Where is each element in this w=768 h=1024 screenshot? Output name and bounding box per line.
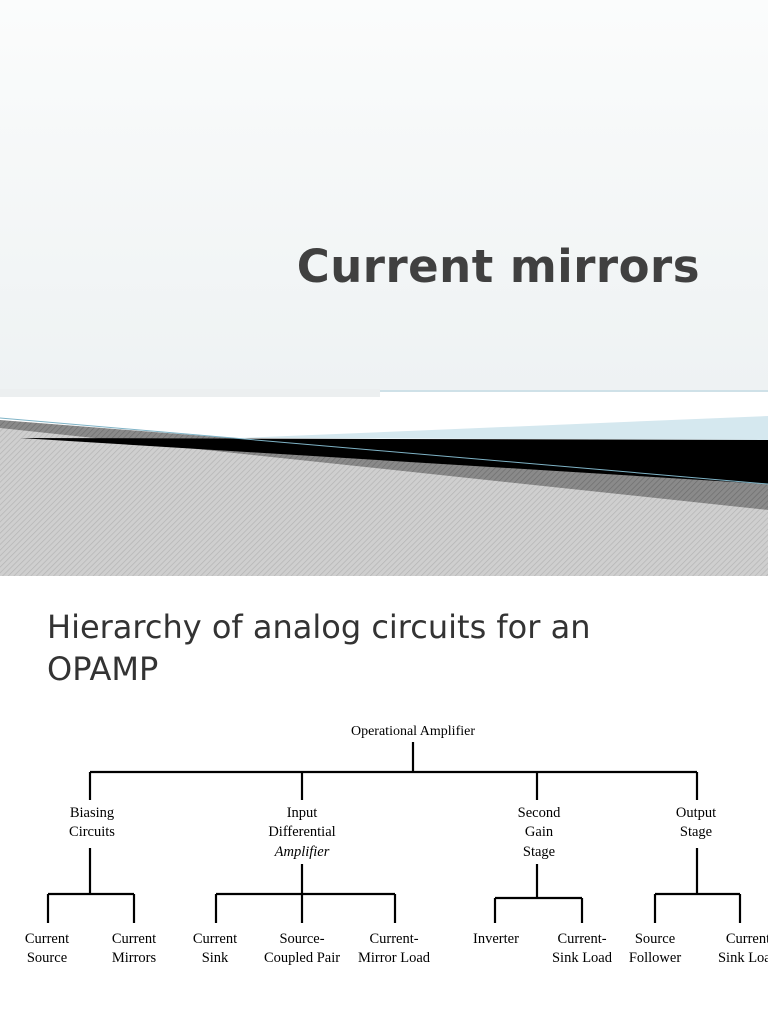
band-blue-sliver — [240, 416, 768, 440]
title-slide: Current mirrors — [0, 0, 768, 576]
decorative-band — [0, 389, 768, 576]
tree-leaf-mirror-load-line2: Mirror Load — [358, 950, 431, 966]
tree-node-output-line1: Output — [676, 805, 716, 821]
tree-node-second-line1: Second — [518, 805, 561, 821]
tree-leaf-sink-load-line2: Sink Load — [552, 950, 613, 966]
tree-leaf-source-coupled-line1: Source- — [279, 931, 324, 947]
hierarchy-tree: Operational Amplifier Biasing Circuits I… — [25, 724, 768, 966]
hierarchy-title-line1: Hierarchy of analog circuits for an — [47, 608, 591, 646]
tree-node-biasing-line2: Circuits — [69, 824, 115, 840]
tree-leaf-output-sink-load-line2: Sink Load — [718, 950, 768, 966]
tree-leaf-current-mirrors-line2: Mirrors — [112, 950, 157, 966]
tree-root-label: Operational Amplifier — [351, 724, 475, 739]
hierarchy-title-line2: OPAMP — [47, 650, 159, 688]
tree-node-biasing-line1: Biasing — [70, 805, 114, 821]
tree-node-input-line3: Amplifier — [274, 844, 330, 860]
tree-leaf-current-sink-line1: Current — [193, 931, 237, 947]
tree-leaf-current-source-line2: Source — [27, 950, 67, 966]
title-slide-background — [0, 0, 768, 390]
tree-leaf-output-sink-load-line1: Current — [726, 931, 768, 947]
tree-node-output-line2: Stage — [680, 824, 712, 840]
tree-leaf-sink-load-line1: Current- — [557, 931, 606, 947]
tree-leaf-current-sink-line2: Sink — [202, 950, 229, 966]
hierarchy-slide: Hierarchy of analog circuits for an OPAM… — [0, 576, 768, 1024]
band-gray-area — [0, 420, 768, 576]
tree-node-second-line3: Stage — [523, 844, 555, 860]
band-black-wedge — [20, 438, 768, 484]
tree-node-input-line2: Differential — [268, 824, 335, 840]
tree-leaf-mirror-load-line1: Current- — [369, 931, 418, 947]
tree-node-input-line1: Input — [287, 805, 318, 821]
tree-leaf-source-coupled-line2: Coupled Pair — [264, 950, 340, 966]
band-blue-line — [0, 417, 768, 485]
band-top-highlight — [0, 389, 380, 397]
hierarchy-title: Hierarchy of analog circuits for an OPAM… — [47, 606, 747, 690]
tree-leaf-current-mirrors-line1: Current — [112, 931, 156, 947]
tree-leaf-inverter-line1: Inverter — [473, 931, 519, 947]
tree-leaf-source-follower-line1: Source — [635, 931, 675, 947]
tree-node-second-line2: Gain — [525, 824, 554, 840]
tree-leaf-current-source-line1: Current — [25, 931, 69, 947]
slide-title: Current mirrors — [296, 240, 700, 293]
tree-leaf-source-follower-line2: Follower — [629, 950, 682, 966]
